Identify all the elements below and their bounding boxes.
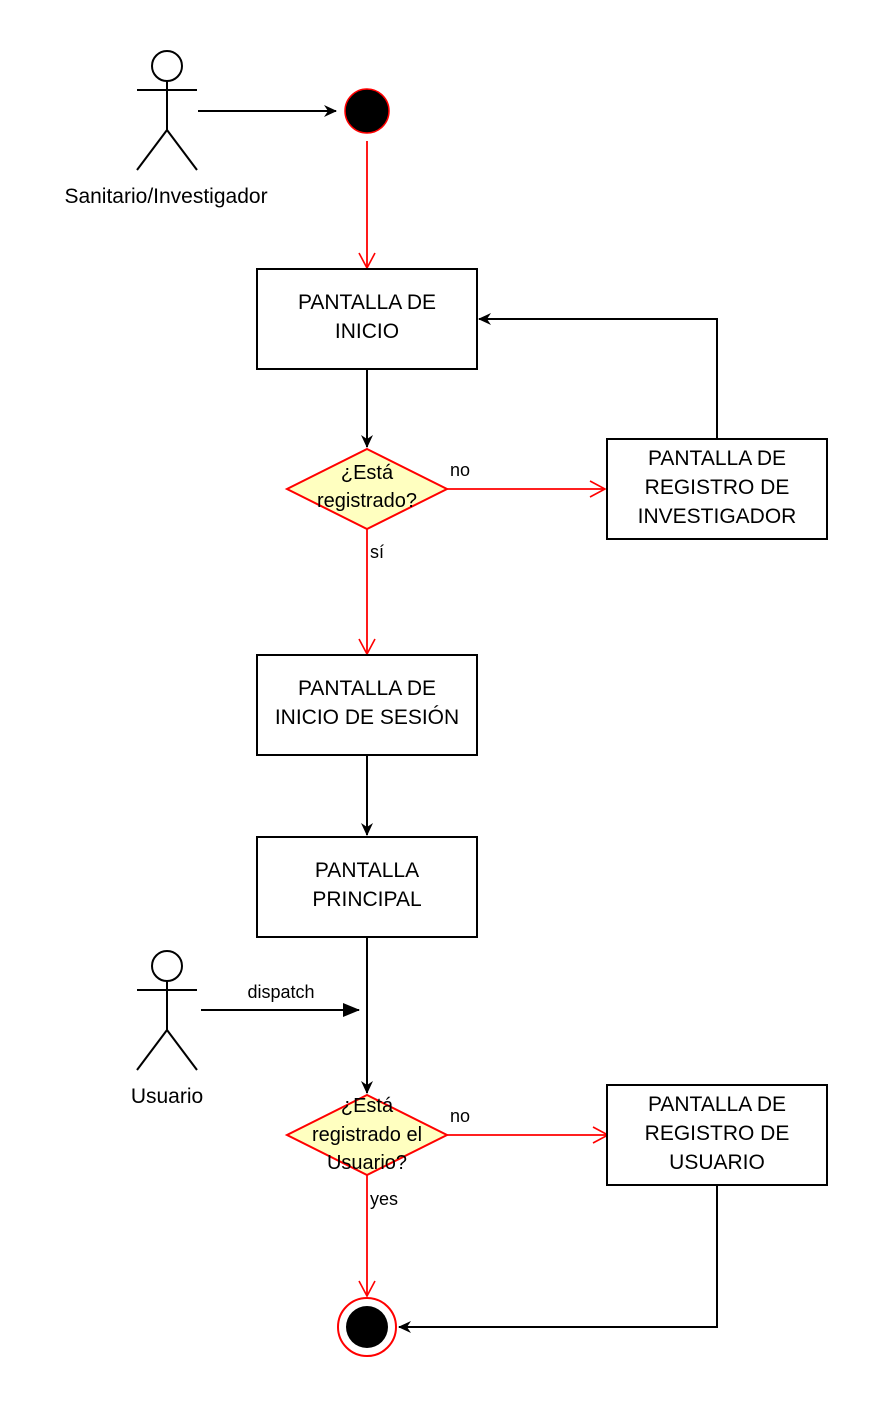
- node-login-screen-line-1: PANTALLA DE: [298, 677, 436, 700]
- decision-is-user-registered-line-3: Usuario?: [327, 1152, 407, 1174]
- node-login-screen: [256, 654, 478, 756]
- node-main-screen: [256, 836, 478, 938]
- edge-user-signup-to-end: [398, 1185, 718, 1333]
- node-user-signup: [606, 1084, 828, 1186]
- edge-label-reg-yes: sí: [370, 542, 384, 562]
- decision-is-registered-line-1: ¿Está: [341, 462, 394, 484]
- edge-label-dispatch: dispatch: [247, 982, 314, 1002]
- decision-is-user-registered-line-1: ¿Está: [341, 1095, 394, 1117]
- start-node: [344, 88, 390, 134]
- actor-researcher-label: Sanitario/Investigador: [64, 185, 267, 208]
- node-researcher-signup: [606, 438, 828, 540]
- decision-is-registered: [284, 447, 450, 531]
- node-main-screen-line-2: PRINCIPAL: [312, 888, 421, 911]
- node-user-signup-line-3: USUARIO: [669, 1151, 765, 1174]
- node-home-screen: [256, 268, 478, 370]
- node-user-signup-line-1: PANTALLA DE: [648, 1093, 786, 1116]
- edge-label-user-yes: yes: [370, 1189, 398, 1209]
- actor-user: [136, 950, 198, 1071]
- node-home-screen-line-1: PANTALLA DE: [298, 291, 436, 314]
- node-researcher-signup-line-1: PANTALLA DE: [648, 447, 786, 470]
- node-researcher-signup-line-2: REGISTRO DE: [645, 476, 790, 499]
- edge-researcher-signup-to-home: [478, 313, 718, 439]
- actor-researcher: [136, 50, 198, 171]
- edge-label-reg-no: no: [450, 460, 470, 480]
- node-home-screen-line-2: INICIO: [335, 320, 399, 343]
- node-user-signup-line-2: REGISTRO DE: [645, 1122, 790, 1145]
- node-main-screen-line-1: PANTALLA: [315, 859, 419, 882]
- node-researcher-signup-line-3: INVESTIGADOR: [638, 505, 797, 528]
- actor-user-label: Usuario: [131, 1085, 203, 1108]
- decision-is-user-registered-line-2: registrado el: [312, 1124, 422, 1146]
- decision-is-registered-line-2: registrado?: [317, 490, 417, 512]
- edge-label-user-no: no: [450, 1106, 470, 1126]
- end-node: [337, 1297, 397, 1357]
- node-login-screen-line-2: INICIO DE SESIÓN: [275, 706, 459, 729]
